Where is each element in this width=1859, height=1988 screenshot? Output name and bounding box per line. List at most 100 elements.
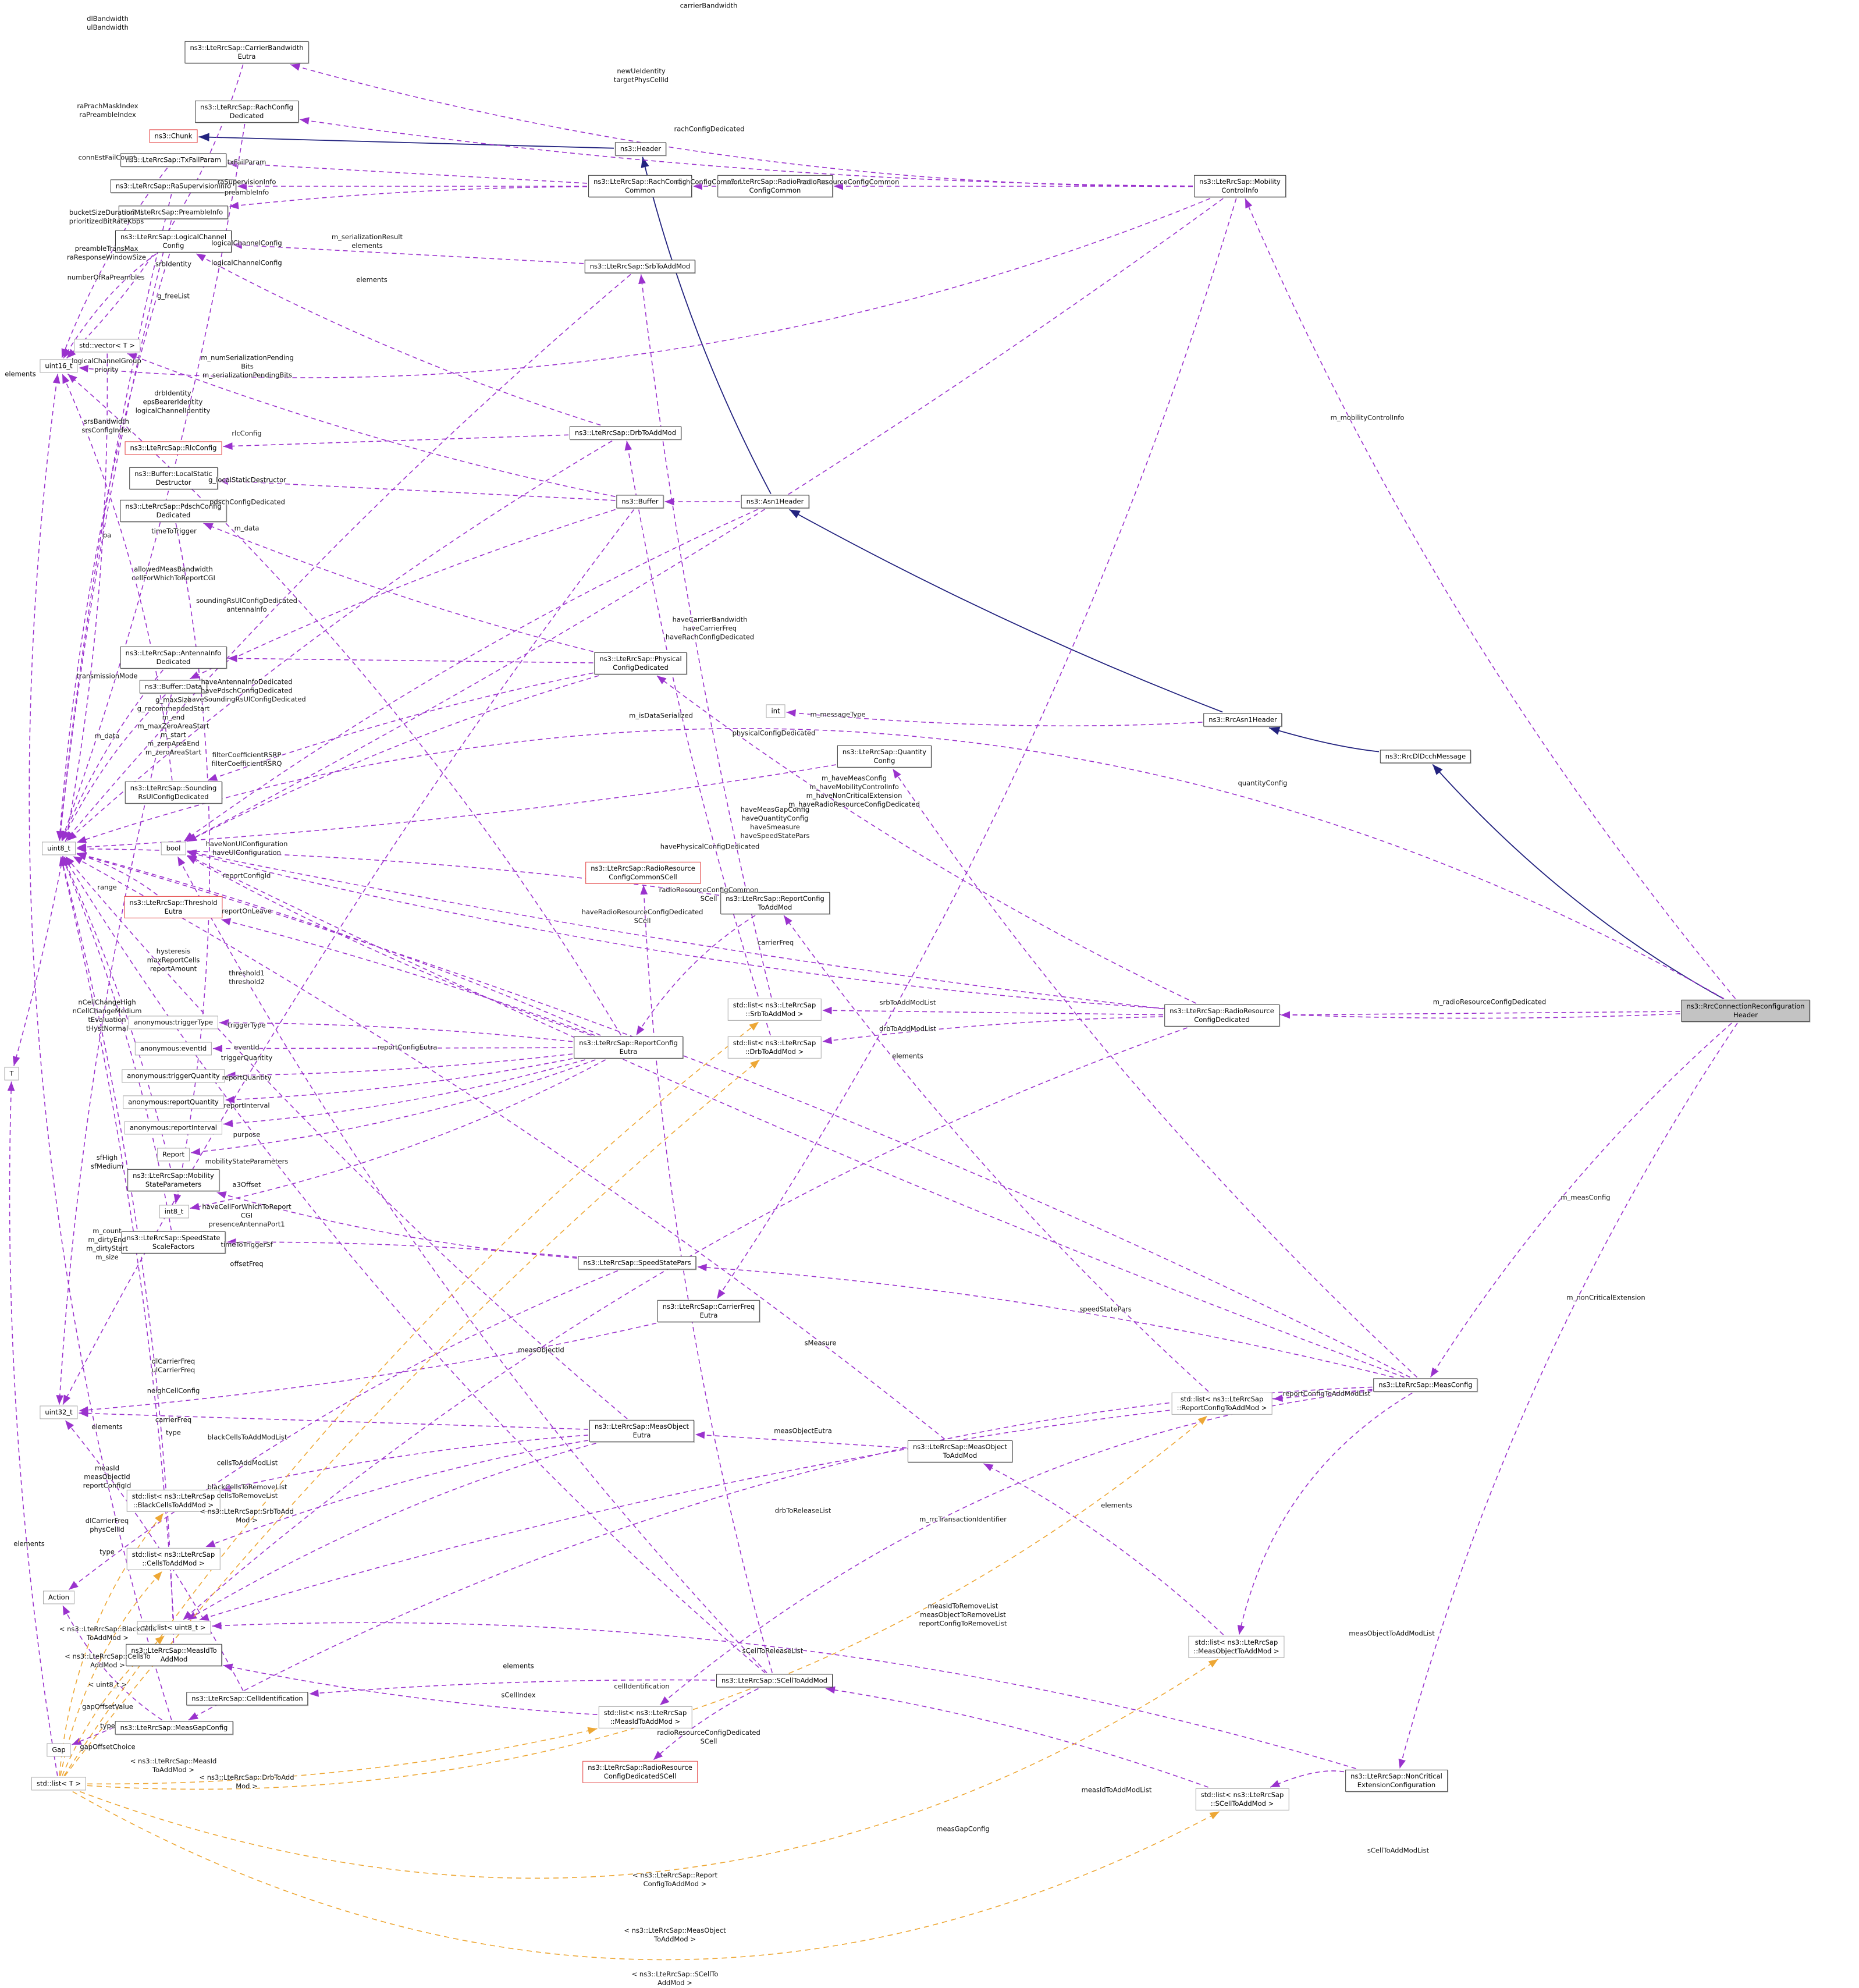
edge-label-line: timeToTrigger — [151, 527, 197, 535]
edge-label-line: havePdschConfigDedicated — [201, 686, 293, 695]
edge-label-line: ConfigToAddMod > — [643, 1880, 707, 1888]
edge-label-line: sCellToAddModList — [1367, 1846, 1430, 1855]
edge-label-line: rlcConfig — [232, 429, 262, 438]
edge-measObjEutra-listBlackCells — [221, 1435, 589, 1492]
edge-label-line: m_messageType — [810, 710, 866, 719]
node-chunk-label-0: ns3::Chunk — [154, 132, 193, 140]
node-rlc-label-0: ns3::LteRrcSap::RlcConfig — [130, 443, 217, 452]
edge-label-line: sCellIndex — [501, 1691, 536, 1699]
edge-label-line: m_maxZeroAreaStart — [137, 722, 209, 730]
node-anonRI-label-0: anonymous:reportInterval — [129, 1123, 218, 1132]
edge-label-line: < uint8_t > — [88, 1680, 127, 1689]
edge-radioRes-listDrb — [822, 1016, 1164, 1045]
edge-rasuper-uint8 — [56, 194, 172, 841]
edge-reportCfgEutra-bool — [187, 855, 592, 1036]
edge-label-gapoffsetchoice: gapOffsetChoice — [80, 1743, 135, 1752]
node-threshold-label-0: ns3::LteRrcSap::Threshold — [129, 898, 218, 907]
edge-label-line: Mod > — [236, 1516, 258, 1524]
node-uint16: uint16_t — [40, 359, 78, 373]
edge-reportCfgEutra-anonRQ — [225, 1058, 573, 1103]
edge-label-line: m_zeroAreaEnd — [147, 739, 200, 748]
node-vectorT: std::vector< T > — [74, 339, 140, 353]
edge-label-line: cellIdentification — [614, 1682, 670, 1691]
edge-radioRes-bool — [187, 849, 1164, 1010]
edge-label-reportinterval: reportInterval — [223, 1102, 269, 1110]
node-rasuper-label-0: ns3::LteRrcSap::RaSupervisionInfo — [115, 182, 232, 190]
node-int-label-0: int — [771, 707, 780, 715]
edge-label-line: m_measConfig — [1561, 1193, 1611, 1202]
edge-reportCfgEutra-anonTT — [219, 1018, 573, 1042]
node-listBlackCells: std::list< ns3::LteRrcSap::BlackCellsToA… — [126, 1489, 221, 1513]
edge-label-logicalchannelconfig: logicalChannelConfig — [211, 239, 282, 248]
node-listSCell-label-0: std::list< ns3::LteRrcSap — [1200, 1790, 1284, 1799]
node-listSrb-label-0: std::list< ns3::LteRrcSap — [733, 1000, 816, 1009]
edge-label-havephysicalconfigdedicated: havePhysicalConfigDedicated — [660, 843, 760, 851]
edge-label-line: ToAddMod > — [87, 1634, 129, 1642]
node-measIdToAddMod-label-1: AddMod — [160, 1655, 188, 1663]
edge-rrcAsn1-asn1 — [789, 509, 1223, 713]
edge-label-line: prioritizedBitRateKbps — [69, 217, 144, 225]
edge-label-line: measIdToAddModList — [1081, 1785, 1152, 1794]
edge-label-line: m_data — [94, 732, 120, 740]
edge-label-rachconfigdedicated: rachConfigDedicated — [674, 125, 745, 134]
edge-logicalCC-uint16 — [63, 253, 157, 358]
edge-txfail-uint16 — [61, 168, 168, 358]
edge-buffer-vectorT — [127, 353, 616, 498]
edge-label-line: m_serializationResult — [331, 233, 403, 242]
edge-label-line: blackCellsToRemoveList — [207, 1483, 287, 1492]
edge-label-line: elements — [1101, 1501, 1132, 1510]
edge-label-measidtoaddmodlist: measIdToAddModList — [1082, 1786, 1152, 1795]
node-sounding-label-0: ns3::LteRrcSap::Sounding — [130, 783, 217, 792]
node-nonCritExt-label-0: ns3::LteRrcSap::NonCritical — [1350, 1772, 1442, 1780]
edge-label-radioresourceconfigcommon: radioResourceConfigCommon — [800, 178, 900, 187]
edge-label-line: < ns3::LteRrcSap::MeasId — [130, 1757, 217, 1766]
node-radioRes-label-0: ns3::LteRrcSap::RadioResource — [1170, 1006, 1274, 1015]
edge-main-uint8 — [76, 728, 1725, 999]
node-header-label-0: ns3::Header — [620, 144, 662, 153]
node-listReportCfg: std::list< ns3::LteRrcSap::ReportConfigT… — [1171, 1392, 1272, 1415]
edge-label-line: measId — [94, 1464, 119, 1472]
node-antennaInfo-label-0: ns3::LteRrcSap::AntennaInfo — [125, 648, 222, 657]
edge-label-line: srbIdentity — [155, 260, 192, 268]
edge-label-connestfailcount: connEstFailCount — [79, 154, 136, 162]
edge-label-rlcconfig: rlcConfig — [232, 429, 261, 438]
edge-reportCfgEutra-report — [190, 1059, 596, 1156]
edge-label-smeasure: sMeasure — [805, 1339, 837, 1348]
node-listCells-label-1: ::CellsToAddMod > — [142, 1559, 205, 1567]
edge-label-line: reportConfigEutra — [377, 1043, 438, 1052]
edge-label-m-measconfig: m_measConfig — [1561, 1194, 1610, 1202]
node-bool-label-0: bool — [166, 844, 181, 853]
edge-listT-listMeasObj — [80, 1659, 1218, 1879]
edge-label-line: raSupervisionInfo — [217, 178, 276, 186]
node-listDrb: std::list< ns3::LteRrcSap::DrbToAddMod > — [727, 1036, 822, 1059]
node-rachDed-label-0: ns3::LteRrcSap::RachConfig — [200, 102, 293, 111]
edge-label-m-isdataserialized: m_isDataSerialized — [629, 712, 693, 720]
edge-label-line: radioResourceConfigCommon — [659, 886, 759, 894]
edge-label-reportonleave: reportOnLeave — [222, 907, 272, 916]
edge-measConfig-listUint8 — [199, 1389, 1373, 1621]
edge-label-line: antennaInfo — [226, 605, 267, 613]
edge-label-reportconfigid: reportConfigId — [223, 872, 271, 881]
edge-label-line: logicalChannelIdentity — [135, 406, 211, 415]
edge-label-elements: elements — [1101, 1501, 1132, 1510]
edge-label-line: nCellChangeMedium — [72, 1007, 142, 1016]
edge-label-line: m_haveRadioResourceConfigDedicated — [788, 800, 920, 808]
node-drbToAddMod-label-0: ns3::LteRrcSap::DrbToAddMod — [574, 428, 677, 437]
edge-label-triggertype: triggerType — [228, 1021, 265, 1030]
edge-measConfig-uint8 — [76, 853, 1410, 1378]
node-vectorT-label-0: std::vector< T > — [79, 341, 135, 350]
edge-label-line: haveCarrierBandwidth — [672, 615, 748, 624]
node-gap-label-0: Gap — [52, 1745, 66, 1754]
edge-label-line: elements — [356, 275, 388, 284]
node-cellIdent-label-0: ns3::LteRrcSap::CellIdentification — [191, 1694, 303, 1703]
edge-label-line: presenceAntennaPort1 — [208, 1220, 285, 1229]
edge-label-line: elements — [91, 1422, 123, 1431]
edge-sCellToAddMod-cellIdent — [309, 1679, 716, 1697]
